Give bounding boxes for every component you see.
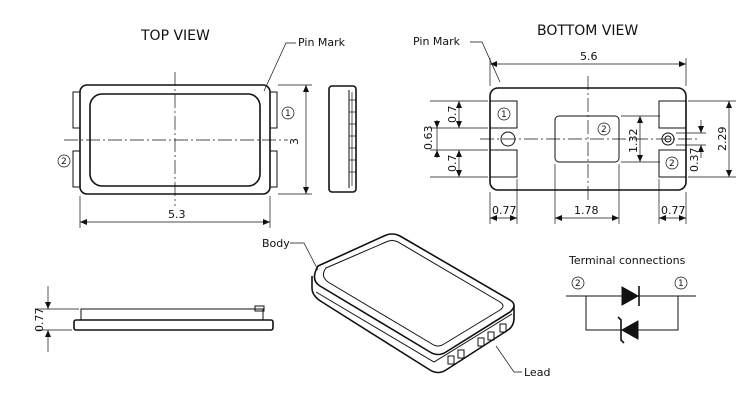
- bottom-view-pin1-circle: [497, 107, 511, 121]
- top-view-terminal-tl: [72, 91, 81, 129]
- terminal-diode-lower-bar: [617, 316, 625, 344]
- top-view-pin1-label: 1: [285, 109, 291, 119]
- bottom-view-dim-left-pad: 0.77: [492, 204, 517, 217]
- bottom-view-dim-pad-top: 0.7: [446, 106, 459, 124]
- end-view: [328, 85, 357, 193]
- perspective-lid: [322, 240, 504, 347]
- top-view-dim-width: 5.3: [168, 208, 186, 221]
- bottom-view-pin-mark-leader: [470, 41, 501, 83]
- lead-label: Lead: [524, 366, 550, 379]
- bottom-view-pin2-center-circle: [597, 122, 611, 136]
- top-view-pin1-circle: [281, 106, 295, 120]
- perspective-top-face: [313, 233, 515, 356]
- top-view-pin2-label: 2: [61, 157, 67, 167]
- top-view-title: TOP VIEW: [140, 28, 210, 44]
- bottom-view-pad-right-top: [658, 100, 687, 129]
- terminal-title: Terminal connections: [568, 254, 686, 267]
- end-view-leads: [349, 99, 356, 173]
- side-view-lid: [80, 308, 264, 321]
- bottom-view-dim-center-height: 1.32: [627, 129, 640, 154]
- terminal-pin-right-circle: [674, 276, 688, 290]
- perspective-view: Body Lead: [262, 233, 550, 379]
- bottom-view-pin-mark-label: Pin Mark: [413, 35, 461, 48]
- bottom-view-pad-left-top: [489, 100, 518, 129]
- terminal-connections: Terminal connections 2 1: [566, 254, 696, 344]
- top-view-dim-height: 3: [288, 138, 301, 145]
- body-label: Body: [262, 237, 290, 250]
- end-view-outline: [328, 85, 357, 193]
- side-view-pin-mark: [254, 305, 265, 312]
- bottom-view-dim-pad-bottom: 0.7: [446, 155, 459, 173]
- terminal-diode-lower: [620, 320, 639, 340]
- lead-leader: [495, 345, 522, 373]
- perspective-lower-edge: [315, 291, 513, 363]
- side-view-base: [73, 319, 274, 331]
- body-leader: [290, 242, 319, 271]
- bottom-view-dim-center-pad: 1.78: [574, 204, 599, 217]
- side-view: 0.77: [33, 286, 274, 352]
- top-view-pin2-circle: [57, 154, 71, 168]
- bottom-view-pin2-right-label: 2: [669, 159, 675, 169]
- bottom-view-dim-right-small: 0.37: [688, 148, 701, 173]
- terminal-pin-left-label: 2: [575, 279, 581, 289]
- bottom-view-dim-total-height: 2.29: [716, 127, 729, 152]
- bottom-view-pin2-right-circle: [665, 156, 679, 170]
- bottom-view: BOTTOM VIEW Pin Mark 1 2 2 5.6: [413, 23, 736, 224]
- top-view-terminal-bl: [72, 150, 81, 188]
- perspective-base-outline: [311, 276, 515, 374]
- bottom-view-title: BOTTOM VIEW: [537, 23, 638, 39]
- terminal-pin-right-label: 1: [678, 279, 684, 289]
- top-view: TOP VIEW Pin Mark 1 2 5.3 3: [57, 28, 346, 228]
- bottom-view-pad-right-bottom: [658, 149, 687, 178]
- bottom-view-dim-width: 5.6: [580, 50, 598, 63]
- top-view-pin-mark-label: Pin Mark: [298, 36, 346, 49]
- terminal-diode-upper: [621, 286, 640, 306]
- side-view-dim-height: 0.77: [33, 308, 46, 333]
- top-view-terminal-tr: [269, 91, 278, 129]
- terminal-pin-left-circle: [571, 276, 585, 290]
- bottom-view-pin2-center-label: 2: [601, 125, 607, 135]
- top-view-terminal-br: [269, 150, 278, 188]
- bottom-view-dim-gap: 0.63: [422, 126, 435, 151]
- bottom-view-dim-right-pad: 0.77: [661, 204, 686, 217]
- top-view-pin-mark-leader: [263, 42, 296, 92]
- bottom-view-pad-left-bottom: [489, 149, 518, 178]
- bottom-view-pin1-label: 1: [501, 110, 507, 120]
- perspective-leads: [447, 323, 507, 365]
